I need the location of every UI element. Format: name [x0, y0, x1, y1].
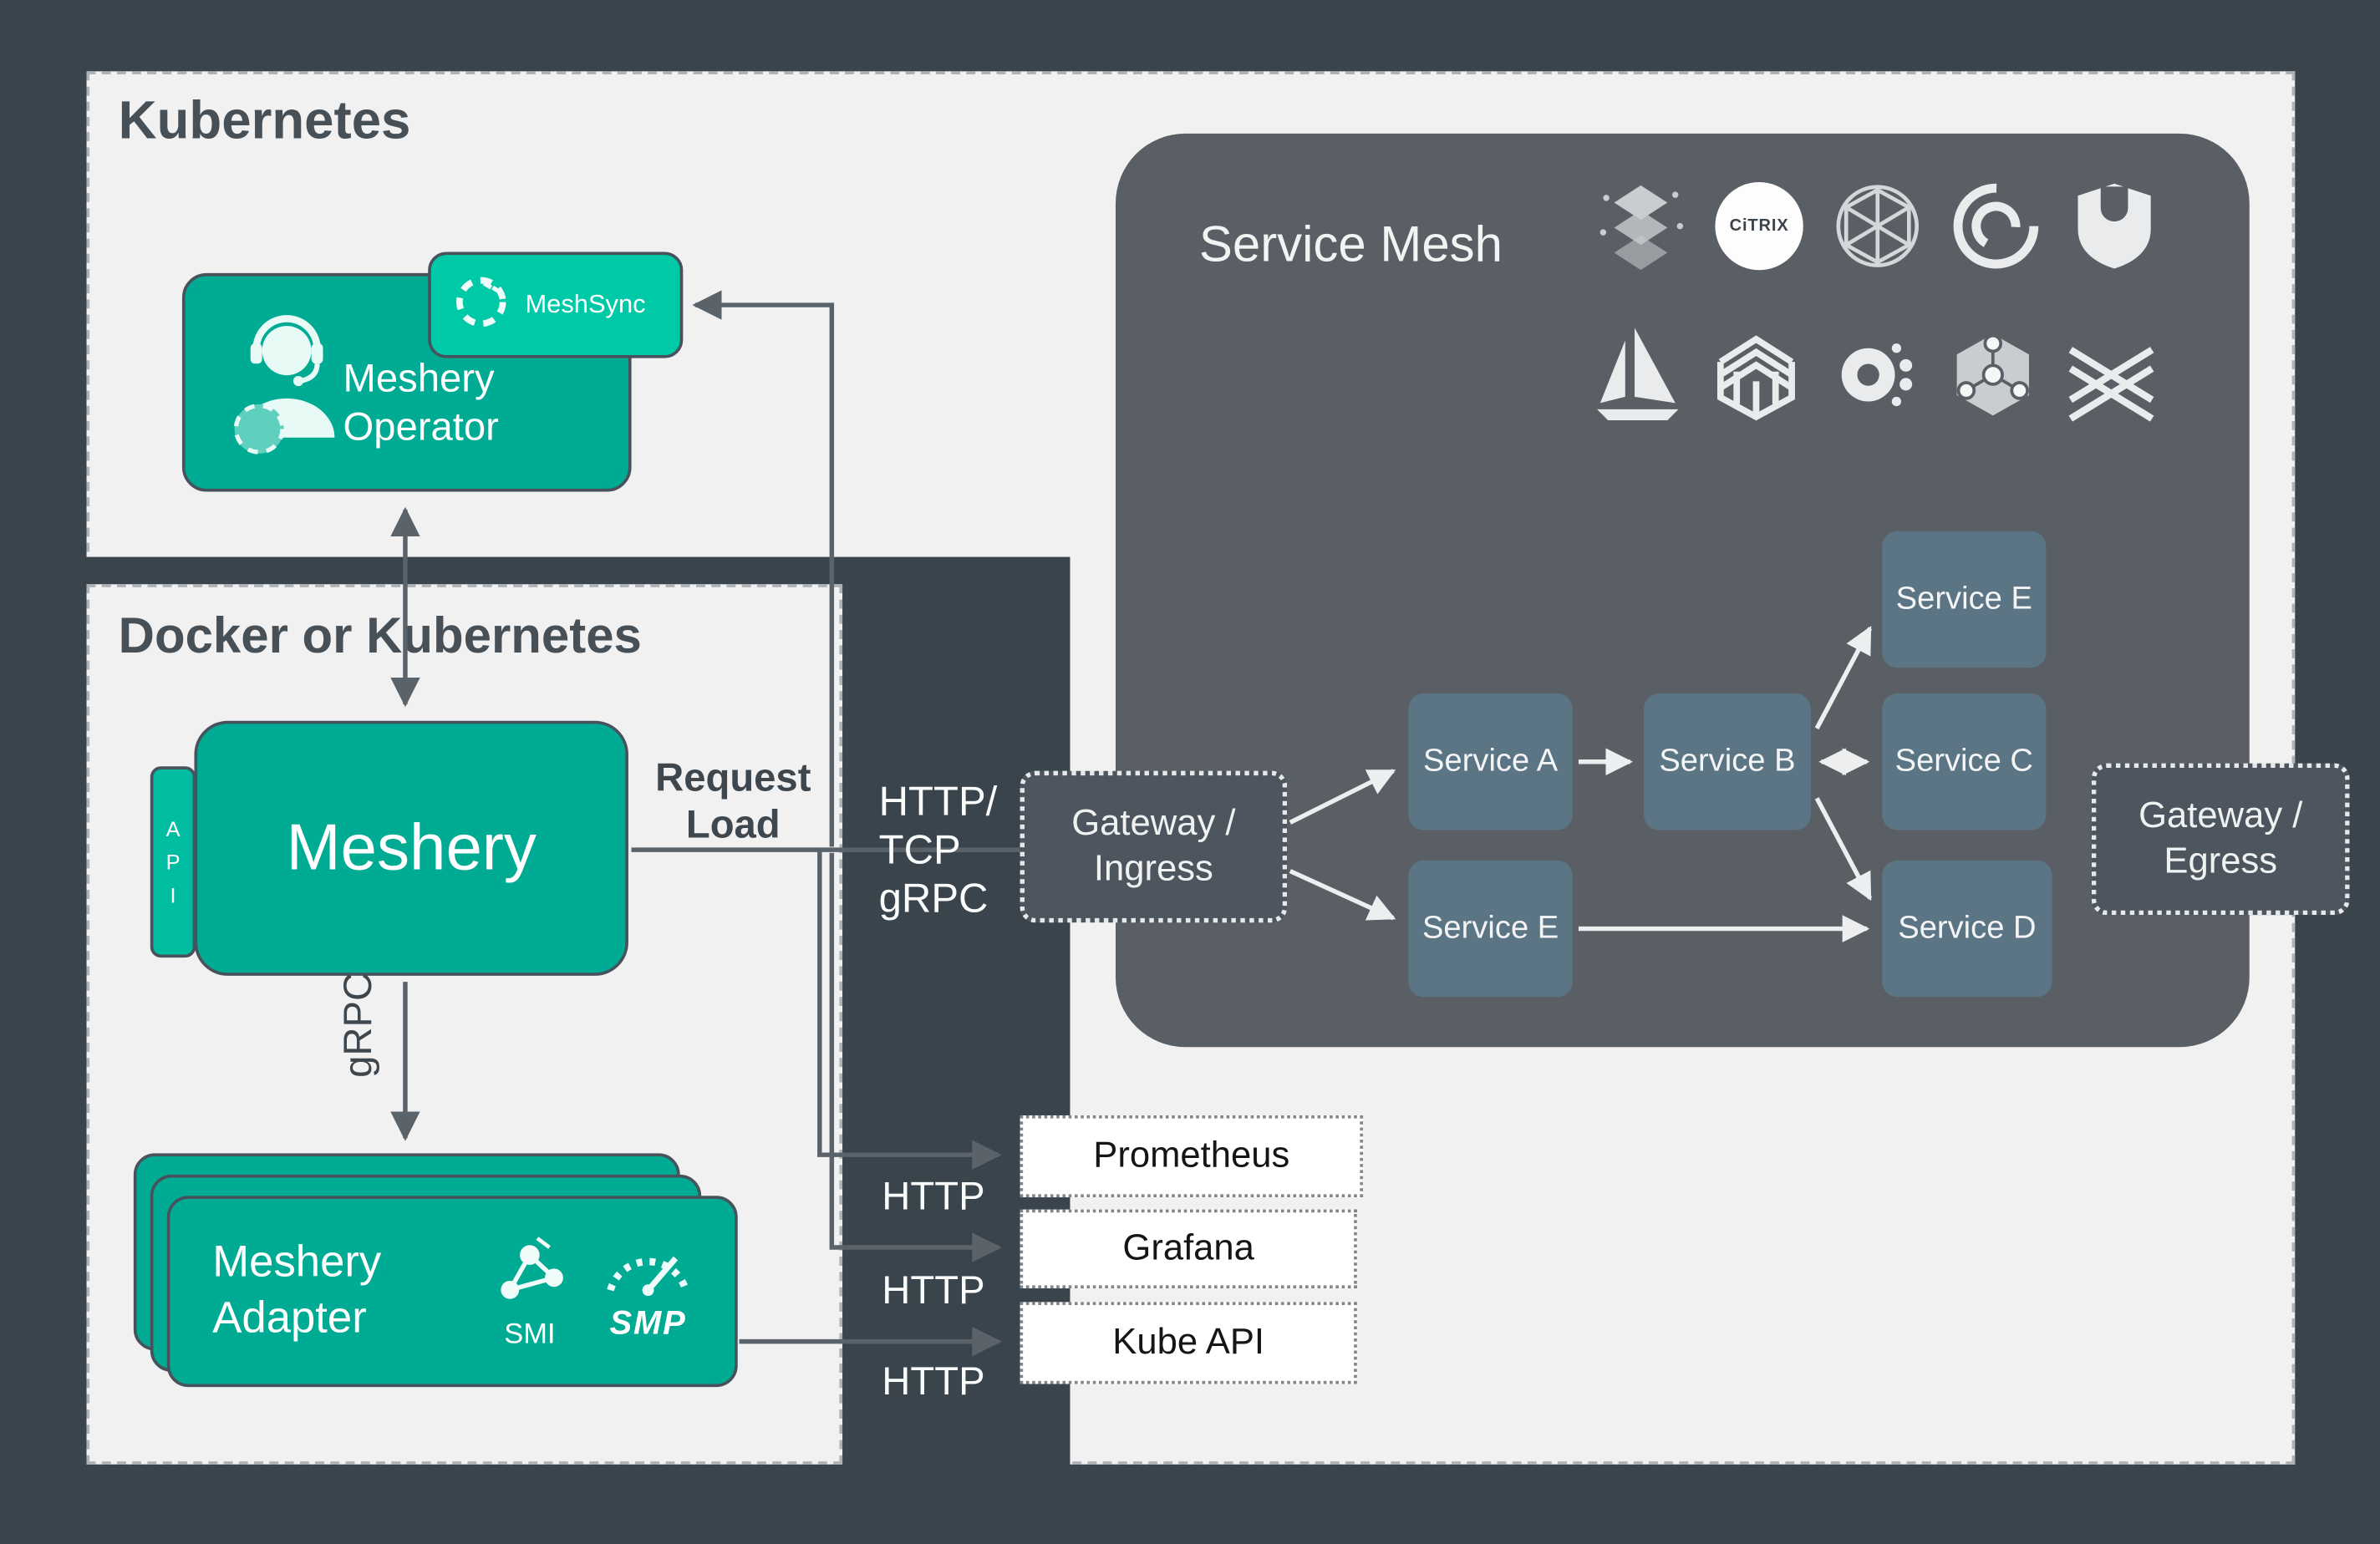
grafana-box: Grafana — [1020, 1209, 1357, 1289]
woven-x-logo — [2062, 322, 2162, 428]
http-kubeapi-label: HTTP — [882, 1358, 985, 1404]
operator-label: Meshery Operator — [343, 355, 499, 449]
geodesic-sphere-logo — [1828, 173, 1928, 279]
meshery-adapter-box: Meshery Adapter SMI SMP — [166, 1196, 738, 1388]
grpc-label: gRPC — [334, 972, 380, 1078]
hexagon-network-logo — [1943, 322, 2043, 428]
smp-label: SMP — [609, 1303, 687, 1342]
meshery-label: Meshery — [286, 810, 537, 884]
consul-logo — [1824, 322, 1925, 428]
kubernetes-title: Kubernetes — [118, 90, 411, 150]
service-b-node: Service B — [1644, 693, 1811, 830]
operator-headset-person-icon — [219, 303, 349, 472]
meshery-api-tab: A P I — [150, 766, 196, 958]
meshsync-badge: MeshSync — [428, 251, 684, 358]
meshery-operator-box: Meshery Operator — [181, 272, 632, 492]
service-d-node: Service D — [1882, 860, 2052, 998]
http-prometheus-label: HTTP — [882, 1172, 985, 1219]
mesh-logos-row2 — [1588, 322, 2162, 428]
shield-logo — [2064, 173, 2164, 279]
service-a-node: Service A — [1408, 693, 1573, 830]
docker-title: Docker or Kubernetes — [118, 607, 642, 663]
prometheus-box: Prometheus — [1020, 1115, 1364, 1198]
protocol-label: HTTP/ TCP gRPC — [878, 778, 998, 922]
kube-api-box: Kube API — [1020, 1302, 1357, 1384]
meshsync-label: MeshSync — [525, 289, 646, 319]
request-load-label: Request Load — [655, 754, 811, 847]
meshery-server-box: Meshery — [194, 720, 628, 976]
mesh-logos-row1: CiTRIX — [1590, 173, 2164, 279]
service-mesh-title: Service Mesh — [1198, 215, 1503, 272]
service-e-top-node: Service E — [1882, 531, 2047, 668]
citrix-logo: CiTRIX — [1709, 173, 1809, 279]
smi-label: SMI — [504, 1318, 556, 1351]
lattice-cube-logo — [1706, 322, 1807, 428]
http-grafana-label: HTTP — [882, 1267, 985, 1313]
meshsync-sync-ring-icon — [452, 272, 510, 338]
adapter-label: Meshery Adapter — [212, 1238, 382, 1343]
service-e-left-node: Service E — [1408, 860, 1573, 998]
gateway-ingress-box: Gateway / Ingress — [1020, 770, 1288, 923]
smi-icon: SMI — [491, 1232, 567, 1352]
smp-gauge-icon: SMP — [598, 1232, 699, 1343]
layered-diamonds-logo — [1590, 173, 1691, 279]
sailboat-logo — [1588, 322, 1688, 428]
service-c-node: Service C — [1882, 693, 2047, 830]
gateway-egress-box: Gateway / Egress — [2091, 763, 2350, 916]
swirl-logo — [1945, 173, 2046, 279]
